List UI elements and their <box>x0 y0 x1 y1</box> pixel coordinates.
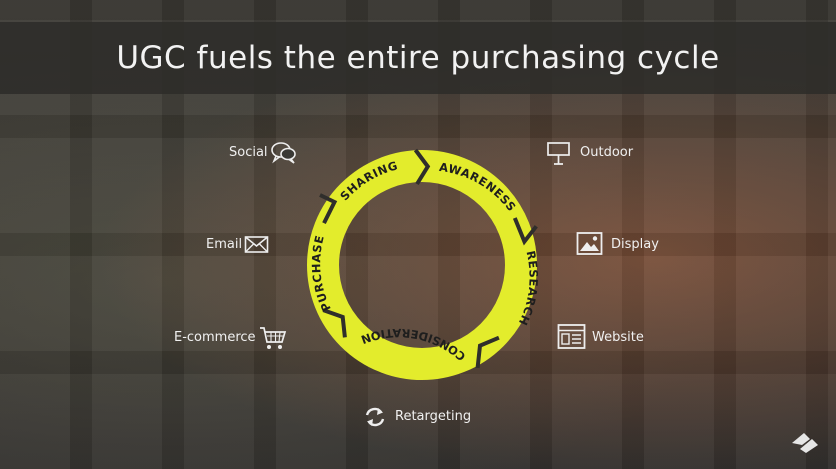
title-bar: UGC fuels the entire purchasing cycle <box>0 22 836 94</box>
cycle-chevrons <box>319 148 538 369</box>
speech-bubbles-icon <box>271 142 296 164</box>
browser-window-icon <box>557 324 586 349</box>
channel-label-website: Website <box>592 330 644 345</box>
slide-title: UGC fuels the entire purchasing cycle <box>116 40 720 76</box>
channel-label-ecommerce: E-commerce <box>174 330 256 345</box>
cycle-ring <box>307 150 537 380</box>
image-icon <box>576 232 603 255</box>
refresh-arrows-icon <box>365 407 385 427</box>
shopping-cart-icon <box>260 327 287 349</box>
envelope-icon <box>244 236 269 253</box>
channel-label-social: Social <box>229 145 268 160</box>
channel-label-email: Email <box>206 237 243 252</box>
channel-label-outdoor: Outdoor <box>580 145 634 160</box>
channel-label-retargeting: Retargeting <box>395 409 472 424</box>
brand-logo-icon <box>792 433 818 453</box>
billboard-icon <box>547 142 570 165</box>
channel-label-display: Display <box>611 237 659 252</box>
